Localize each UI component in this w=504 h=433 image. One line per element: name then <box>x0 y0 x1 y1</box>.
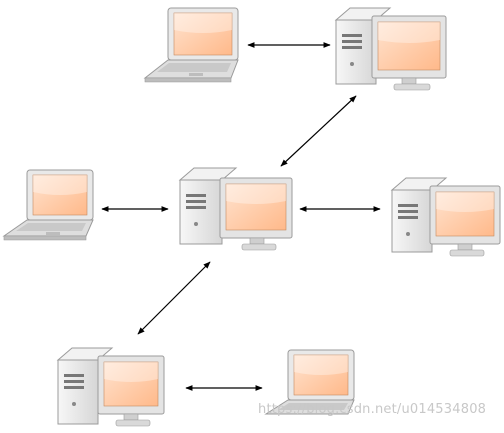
laptop-top <box>143 7 239 83</box>
laptop-left <box>2 169 94 241</box>
watermark: https://blog.csdn.net/u014534808 <box>258 402 487 417</box>
links <box>101 42 381 391</box>
link-desktop-center-desktop-bottom-left <box>137 261 211 335</box>
desktop-right <box>390 177 501 257</box>
desktop-top-right <box>334 7 447 91</box>
link-desktop-top-right-desktop-center <box>280 95 357 167</box>
desktop-center <box>178 167 293 251</box>
laptop-bottom-right <box>264 349 355 415</box>
desktop-bottom-left <box>56 347 165 427</box>
